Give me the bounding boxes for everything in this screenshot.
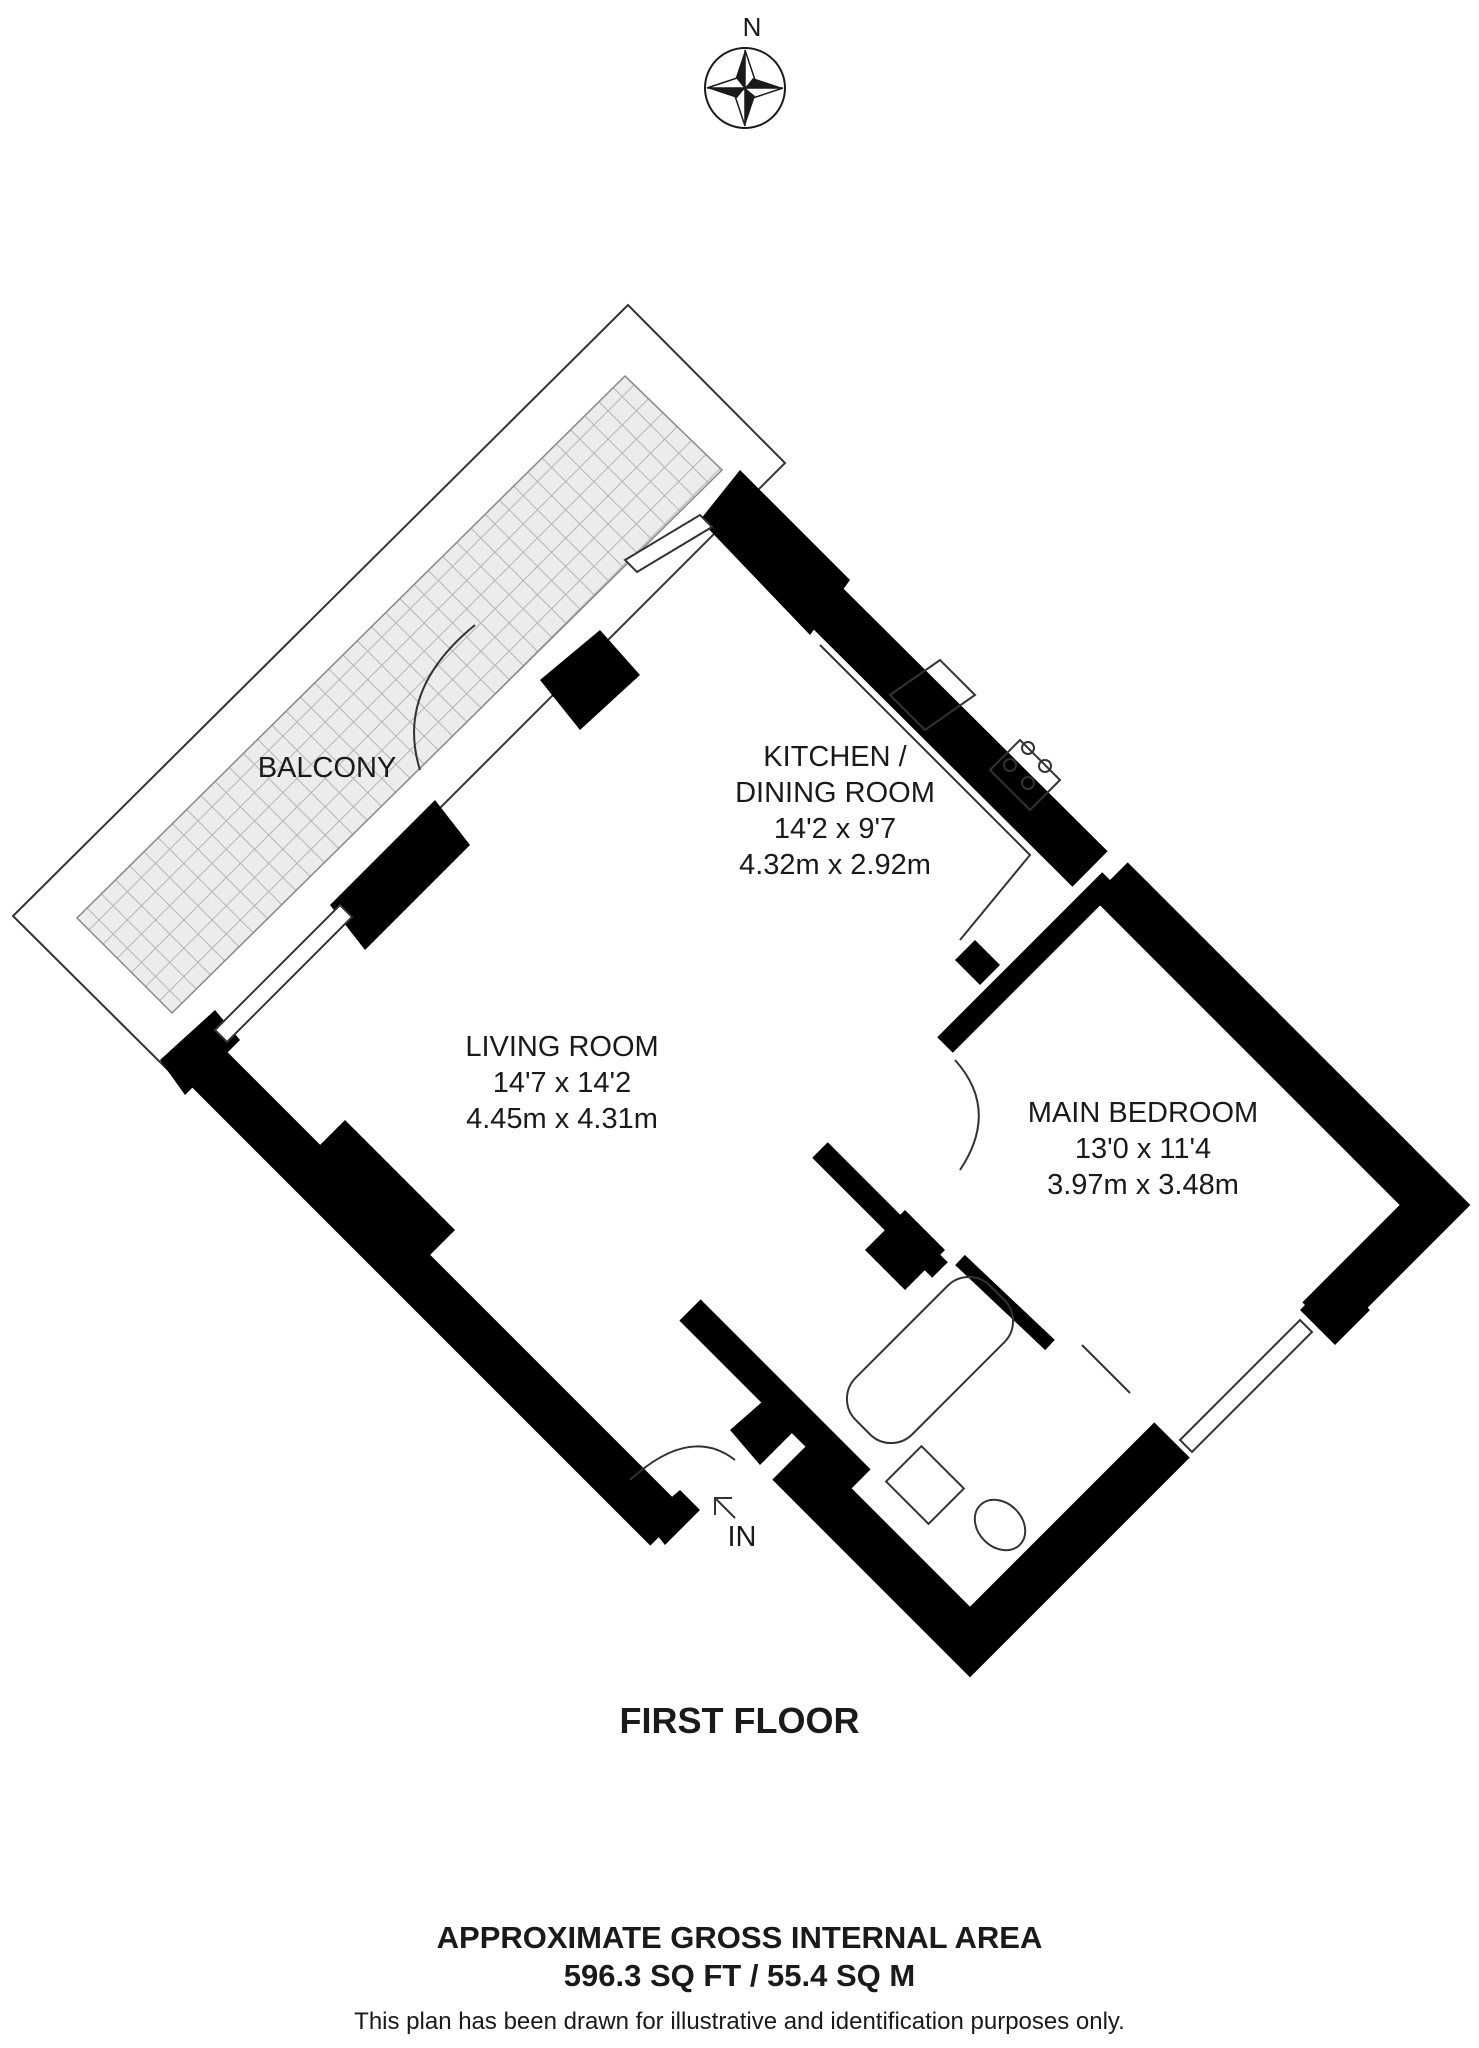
wall-northeast-bedroom — [1092, 862, 1413, 1183]
window-kitchen-balcony — [623, 513, 714, 574]
bedroom-dimensions-imperial: 13'0 x 11'4 — [1075, 1133, 1211, 1165]
living-room-dimensions-metric: 4.45m x 4.31m — [466, 1103, 658, 1135]
hob-icon — [988, 738, 1062, 812]
wall-block-entry-left — [645, 1490, 700, 1545]
balcony-tiles — [75, 374, 724, 1015]
doors — [413, 624, 980, 1481]
bathroom-basin — [884, 1444, 966, 1526]
window-living-balcony — [213, 903, 354, 1044]
bedroom-name: MAIN BEDROOM — [1028, 1097, 1258, 1129]
shower-screen — [1081, 1344, 1131, 1394]
wall-block-entry-right — [730, 1395, 800, 1465]
balcony — [11, 303, 787, 1077]
entrance-arrow-icon — [714, 1497, 736, 1519]
entrance-label: IN — [728, 1521, 757, 1553]
toilet — [973, 1498, 1027, 1552]
floor-title: FIRST FLOOR — [619, 1700, 860, 1741]
living-room-dimensions-imperial: 14'7 x 14'2 — [493, 1067, 631, 1099]
wall-block-north — [700, 470, 850, 635]
bathroom-fixtures — [845, 1275, 1131, 1552]
kitchen-name-line2: DINING ROOM — [735, 777, 935, 809]
kitchen-counter — [819, 644, 1032, 941]
compass-north-label: N — [743, 12, 762, 42]
disclaimer: This plan has been drawn for illustrativ… — [354, 2008, 1125, 2035]
compass-star-icon — [706, 49, 784, 127]
wall-block-southwest — [305, 1120, 455, 1270]
kitchen-fixtures — [819, 644, 1062, 941]
compass-ring — [704, 47, 786, 129]
windows — [213, 513, 1314, 1454]
bedroom-dimensions-metric: 3.97m x 3.48m — [1047, 1169, 1239, 1201]
kitchen-dimensions-imperial: 14'2 x 9'7 — [774, 813, 896, 845]
entrance: IN — [714, 1497, 757, 1553]
bedroom-label: MAIN BEDROOM 13'0 x 11'4 3.97m x 3.48m — [1028, 1097, 1258, 1201]
living-room-name: LIVING ROOM — [465, 1031, 658, 1063]
wall-east-corner — [1302, 1122, 1471, 1338]
balcony-label: BALCONY — [258, 752, 397, 784]
bathtub — [845, 1275, 1015, 1445]
wall-southeast-bathroom — [772, 1422, 1190, 1678]
kitchen-name-line1: KITCHEN / — [763, 741, 907, 773]
kitchen-label: KITCHEN / DINING ROOM 14'2 x 9'7 4.32m x… — [735, 741, 935, 881]
door-entrance-swing — [629, 1445, 736, 1481]
door-balcony-swing — [413, 624, 476, 771]
floor-plan: N — [11, 12, 1471, 1678]
window-bedroom-southeast — [1178, 1318, 1314, 1454]
wall-block-bath-corner — [865, 1210, 945, 1290]
kitchen-dimensions-metric: 4.32m x 2.92m — [739, 849, 931, 881]
wall-kitchen-bedroom — [937, 872, 1118, 1053]
compass: N — [704, 12, 786, 129]
kitchen-sink — [888, 658, 977, 732]
wall-living-bath-partition — [679, 1299, 871, 1491]
door-bedroom-swing — [954, 1059, 980, 1171]
wall-bathroom-bedroom — [955, 1254, 1055, 1351]
area-title: APPROXIMATE GROSS INTERNAL AREA — [436, 1920, 1043, 1955]
wall-block-kitchen-stub — [955, 940, 1000, 985]
wall-southwest-living — [167, 1027, 686, 1546]
wall-block-balcony-pillar — [540, 630, 640, 730]
area-value: 596.3 SQ FT / 55.4 SQ M — [563, 1958, 916, 1993]
wall-block-bedroom-east — [1300, 1275, 1370, 1345]
wall-block-balcony-mid — [330, 800, 470, 950]
living-room-label: LIVING ROOM 14'7 x 14'2 4.45m x 4.31m — [465, 1031, 658, 1135]
